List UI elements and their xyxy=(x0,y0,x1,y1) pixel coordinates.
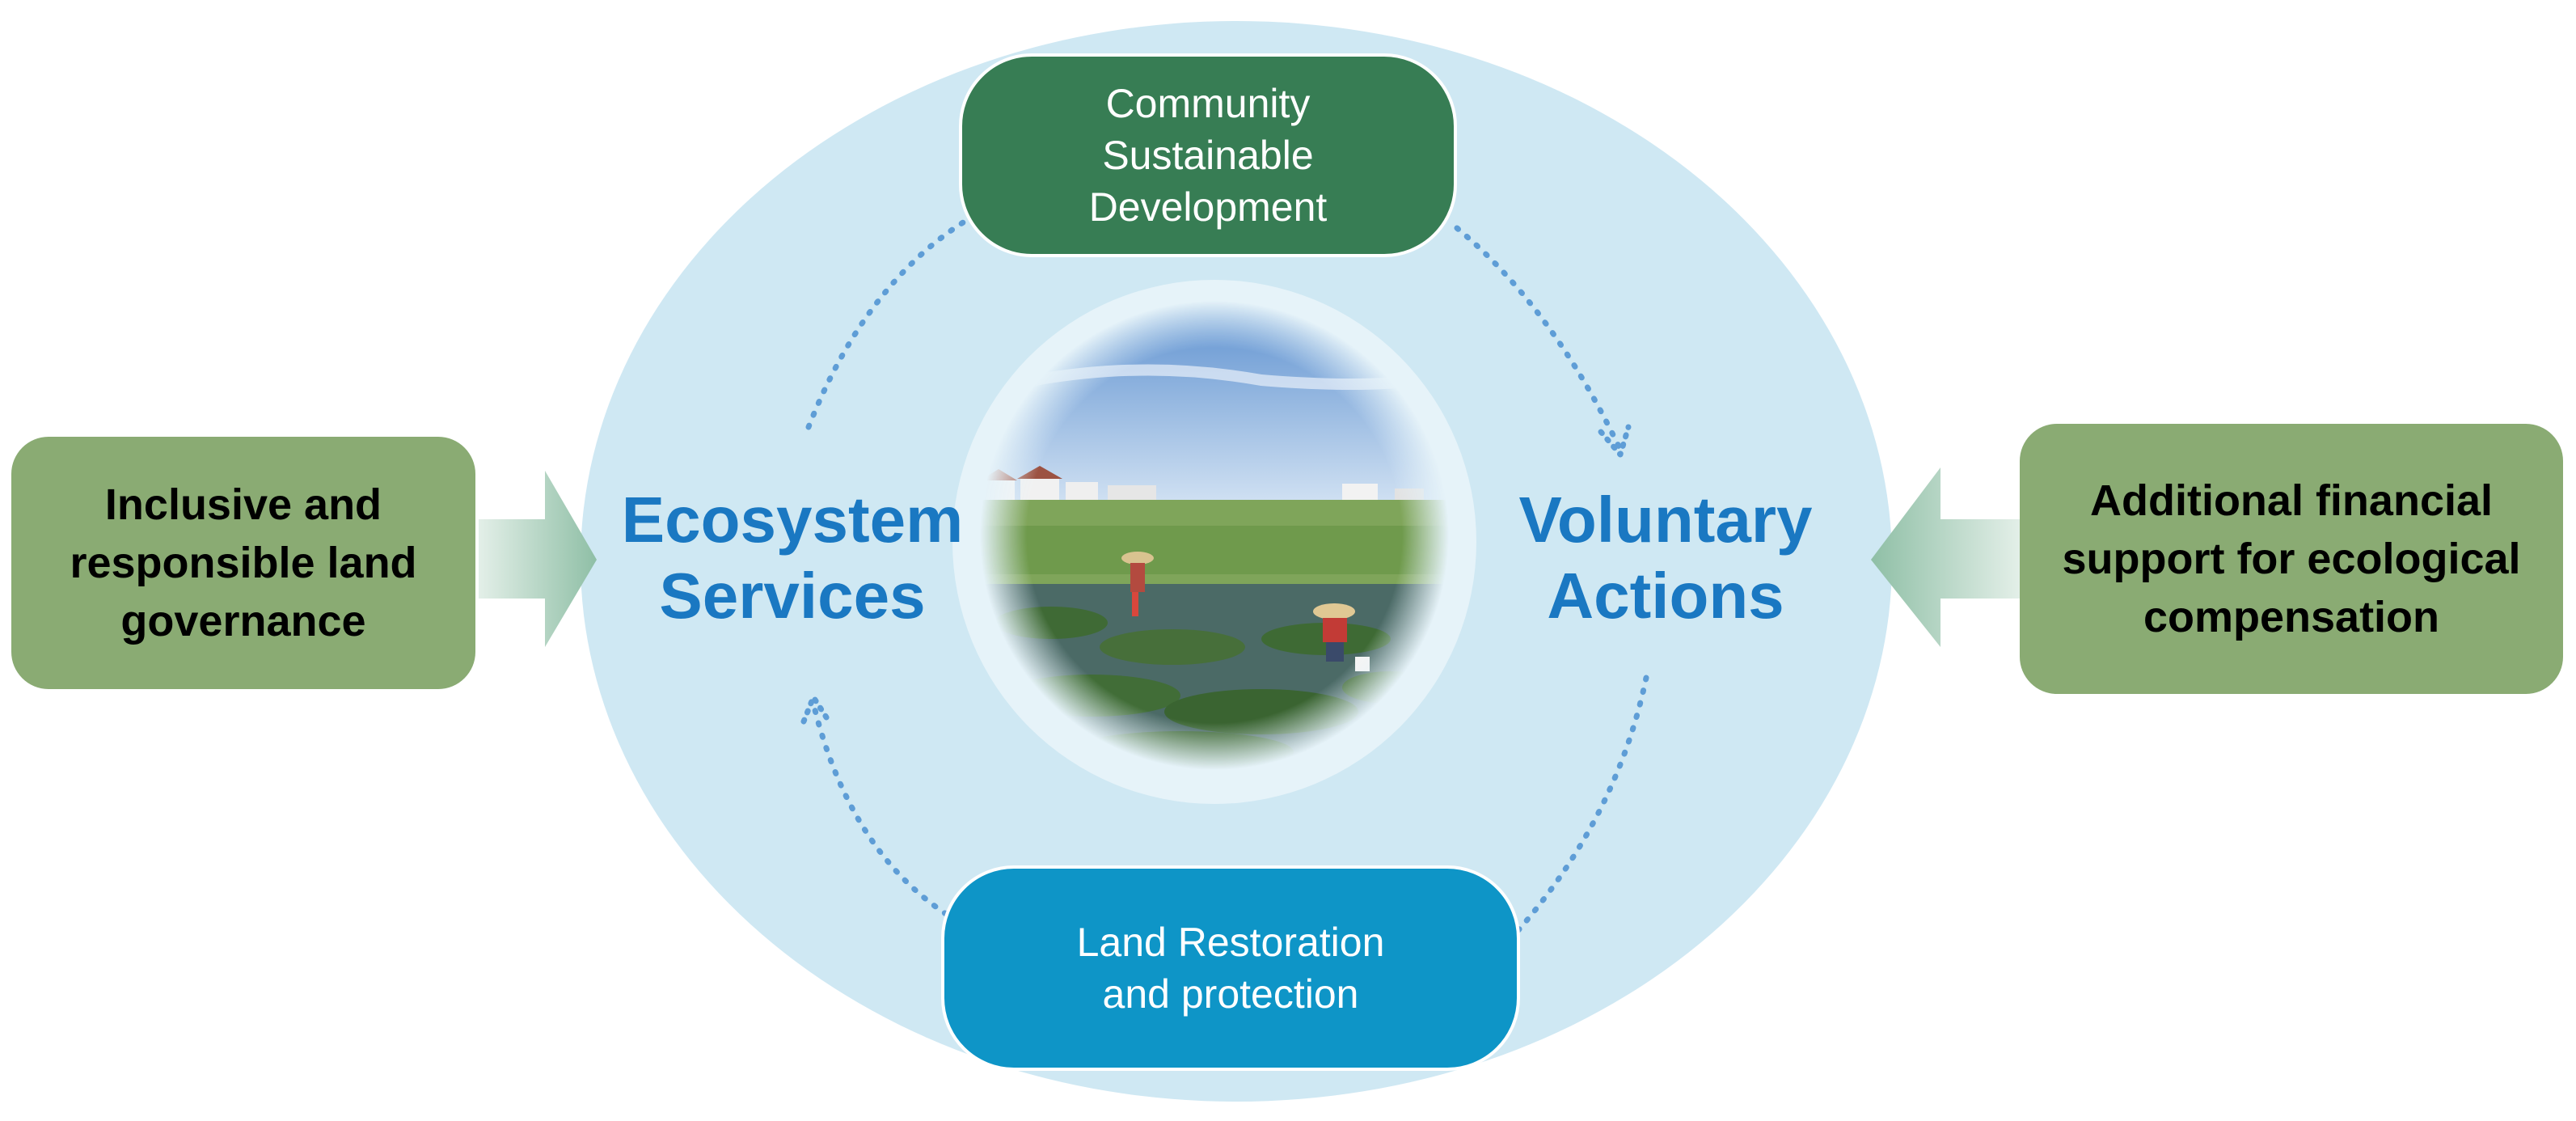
land-restoration-node: Land Restoration and protection xyxy=(941,865,1520,1071)
arc-voluntary-to-restoration xyxy=(1515,675,1649,933)
arc-eco-to-community xyxy=(805,217,970,430)
financial-support-box: Additional financial support for ecologi… xyxy=(2020,424,2563,694)
governance-arrow xyxy=(479,471,597,647)
ecosystem-services-label: Ecosystem Services xyxy=(621,484,964,632)
land-governance-box: Inclusive and responsible land governanc… xyxy=(11,437,475,689)
arc-restoration-to-eco xyxy=(810,700,949,917)
arrowhead-voluntary xyxy=(1598,424,1632,458)
voluntary-actions-label: Voluntary Actions xyxy=(1518,484,1813,632)
arrowhead-ecosystem xyxy=(800,694,831,725)
arc-community-to-voluntary xyxy=(1454,225,1624,453)
financial-support-arrow xyxy=(1871,467,2020,647)
wetland-photo-icon xyxy=(970,299,1463,794)
community-development-node: Community Sustainable Development xyxy=(959,53,1457,257)
